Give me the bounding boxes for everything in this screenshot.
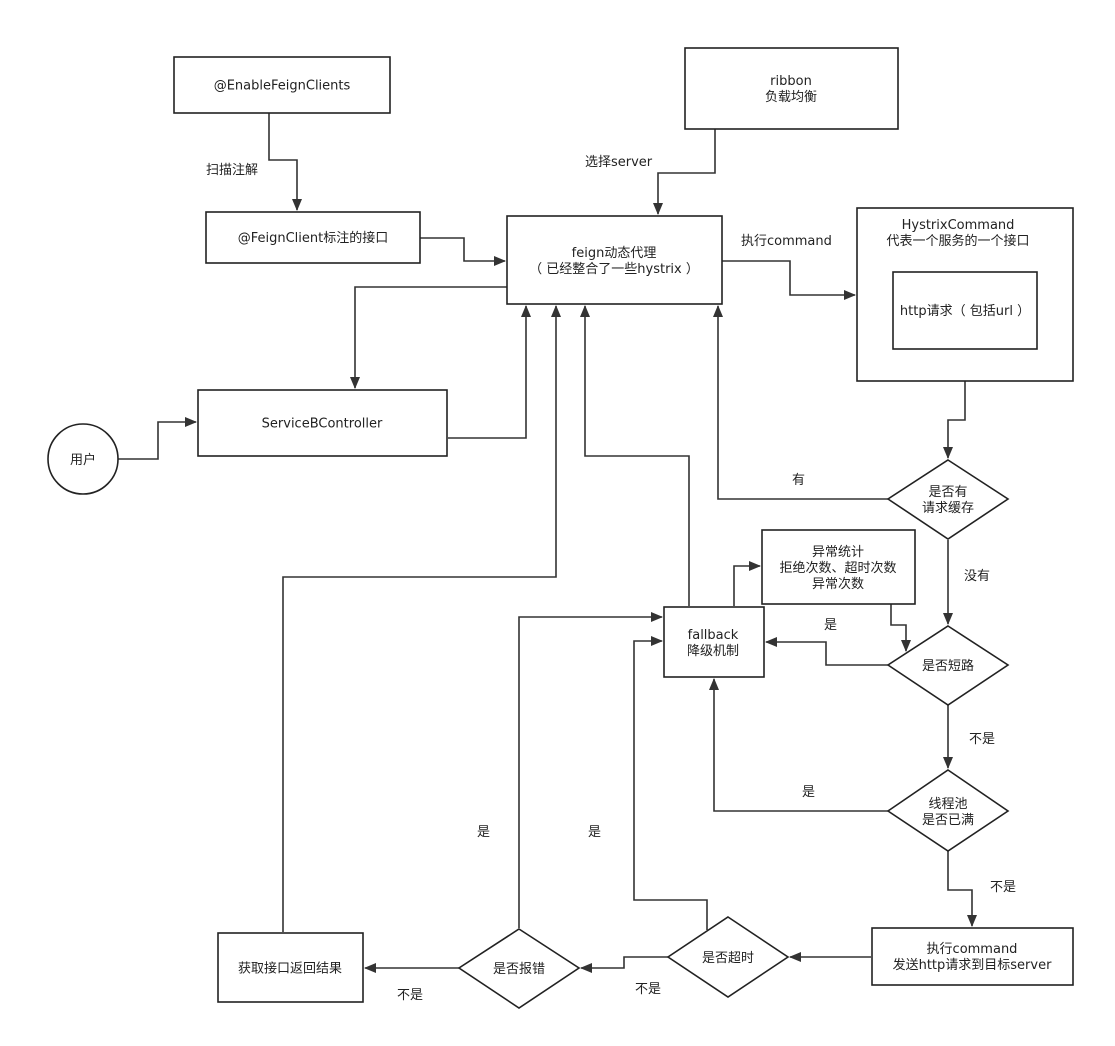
edge-hystrixcommand-to-cache: [943, 381, 966, 459]
node-error-decision-line-0: 是否报错: [493, 962, 545, 977]
node-enable-feign-clients: @EnableFeignClients: [173, 56, 391, 114]
node-timeout-decision: 是否超时: [666, 916, 790, 998]
node-thread-pool-decision-line-0: 线程池: [928, 797, 967, 812]
node-feign-client-interface-line-0: @FeignClient标注的接口: [238, 230, 389, 246]
edge-controller-to-proxy: [448, 305, 531, 439]
edge-label-timeout-yes: 是: [588, 825, 601, 840]
edge-stats-to-circuit: [890, 604, 911, 652]
node-execute-command: 执行command 发送http请求到目标server: [871, 927, 1074, 986]
edge-pool-yes-to-fallback: [709, 678, 888, 812]
node-feign-proxy: feign动态代理 （ 已经整合了一些hystrix ）: [506, 215, 723, 305]
node-request-cache-decision-line-0: 是否有: [928, 485, 967, 500]
node-http-request-line-0: http请求（ 包括url ）: [900, 304, 1030, 319]
edge-label-select-server: 选择server: [585, 155, 653, 170]
edge-proxy-to-hystrixcommand: [722, 260, 856, 300]
edge-labels: 扫描注解 选择server 执行command 有 没有 是 不是 是 不是 是…: [206, 155, 1016, 1003]
edge-label-error-yes: 是: [477, 825, 490, 840]
node-circuit-open-decision-line-0: 是否短路: [922, 658, 974, 674]
edge-label-circuit-no: 不是: [969, 732, 995, 747]
node-hystrix-command-line-1: 代表一个服务的一个接口: [886, 233, 1029, 249]
node-timeout-decision-line-0: 是否超时: [702, 951, 754, 966]
node-circuit-open-decision: 是否短路: [886, 625, 1010, 706]
node-feign-proxy-line-1: （ 已经整合了一些hystrix ）: [529, 262, 699, 277]
edge-ribbon-to-proxy: [653, 129, 716, 215]
edge-result-to-proxy: [282, 305, 561, 932]
edges: [118, 113, 977, 973]
edge-pool-no-to-execute: [947, 851, 977, 927]
node-enable-feign-clients-line-0: @EnableFeignClients: [214, 79, 351, 94]
edge-error-yes-to-fallback: [518, 612, 663, 928]
node-execute-command-line-0: 执行command: [927, 942, 1018, 957]
node-ribbon-line-0: ribbon: [770, 74, 812, 89]
node-feign-proxy-line-0: feign动态代理: [572, 246, 657, 261]
edge-enable-to-feignclient: [268, 113, 302, 211]
edge-label-circuit-yes: 是: [824, 618, 837, 633]
edge-fallback-to-stats: [733, 561, 761, 606]
edge-label-pool-no: 不是: [990, 880, 1016, 895]
edge-label-scan-annotations: 扫描注解: [206, 163, 258, 178]
edge-label-has-cache: 有: [792, 473, 805, 488]
edge-label-no-cache: 没有: [964, 569, 990, 584]
edge-label-pool-yes: 是: [802, 785, 815, 800]
edge-timeout-yes-to-fallback: [633, 636, 708, 930]
node-hystrix-command-line-0: HystrixCommand: [902, 218, 1015, 233]
edge-feignclient-to-proxy: [420, 237, 506, 266]
node-thread-pool-decision-line-1: 是否已满: [922, 813, 974, 828]
node-get-result-line-0: 获取接口返回结果: [238, 961, 342, 977]
node-http-request: http请求（ 包括url ）: [892, 271, 1038, 350]
node-error-decision: 是否报错: [457, 928, 581, 1009]
node-exception-stats-line-2: 异常次数: [812, 576, 864, 592]
edge-label-execute-command: 执行command: [741, 234, 832, 249]
node-request-cache-decision: 是否有 请求缓存: [886, 459, 1010, 540]
node-service-b-controller-line-0: ServiceBController: [262, 417, 383, 432]
node-exception-stats-line-0: 异常统计: [812, 545, 864, 560]
node-get-result: 获取接口返回结果: [217, 932, 364, 1003]
node-service-b-controller: ServiceBController: [197, 389, 448, 457]
edge-label-timeout-no: 不是: [635, 982, 661, 997]
node-ribbon: ribbon 负载均衡: [684, 47, 899, 130]
node-exception-stats: 异常统计 拒绝次数、超时次数 异常次数: [761, 529, 916, 605]
node-execute-command-line-1: 发送http请求到目标server: [893, 957, 1052, 973]
edge-cache-yes-to-proxy: [713, 305, 888, 500]
node-ribbon-line-1: 负载均衡: [765, 90, 817, 105]
node-feign-client-interface: @FeignClient标注的接口: [205, 211, 421, 264]
edge-timeout-no-to-error: [580, 956, 668, 973]
node-fallback-line-0: fallback: [688, 628, 739, 643]
node-thread-pool-decision: 线程池 是否已满: [886, 769, 1010, 852]
node-exception-stats-line-1: 拒绝次数、超时次数: [779, 560, 896, 576]
edge-circuit-yes-to-fallback: [765, 637, 888, 666]
node-fallback-line-1: 降级机制: [687, 644, 739, 659]
node-user: 用户: [47, 423, 119, 495]
node-fallback: fallback 降级机制: [663, 606, 765, 678]
node-user-line-0: 用户: [70, 452, 96, 468]
edge-proxy-to-controller: [350, 286, 507, 389]
edge-label-error-no: 不是: [397, 988, 423, 1003]
edge-user-to-controller: [118, 417, 197, 460]
edge-fallback-to-proxy: [580, 305, 690, 606]
node-request-cache-decision-line-1: 请求缓存: [922, 501, 974, 516]
